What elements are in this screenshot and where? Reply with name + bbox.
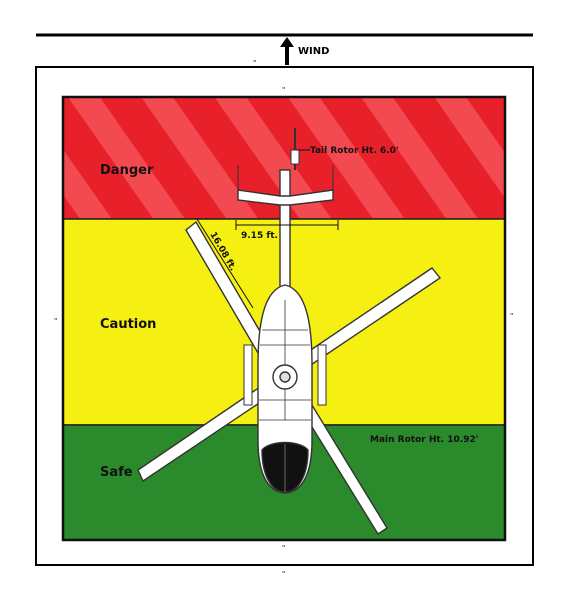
horizontal-stabilizer [237,189,334,206]
wind-arrow-icon [280,37,294,65]
helicopter-top-view [137,128,442,535]
tail-span-dimension [235,220,339,230]
tail-rotor-height-label: Tail Rotor Ht. 6.0' [310,146,399,156]
tail-span-label: 9.15 ft. [241,231,278,241]
safe-label: Safe [100,465,133,480]
inner-mark-bottom: " [282,544,285,552]
landing-pad-border [61,95,507,542]
outer-mark-right: " [510,312,513,320]
outer-mark-bottom: " [282,570,285,578]
blade-length-dimension [196,218,254,309]
main-rotor-height-label: Main Rotor Ht. 10.92' [370,435,478,445]
caution-label: Caution [100,317,156,332]
tail-boom [279,169,291,291]
wind-label: WIND [298,46,329,57]
outer-boundary [35,66,534,566]
outer-mark-left: " [54,317,57,325]
inner-mark-top: " [282,86,285,94]
danger-label: Danger [100,163,154,178]
outer-mark-top: " [253,59,256,67]
